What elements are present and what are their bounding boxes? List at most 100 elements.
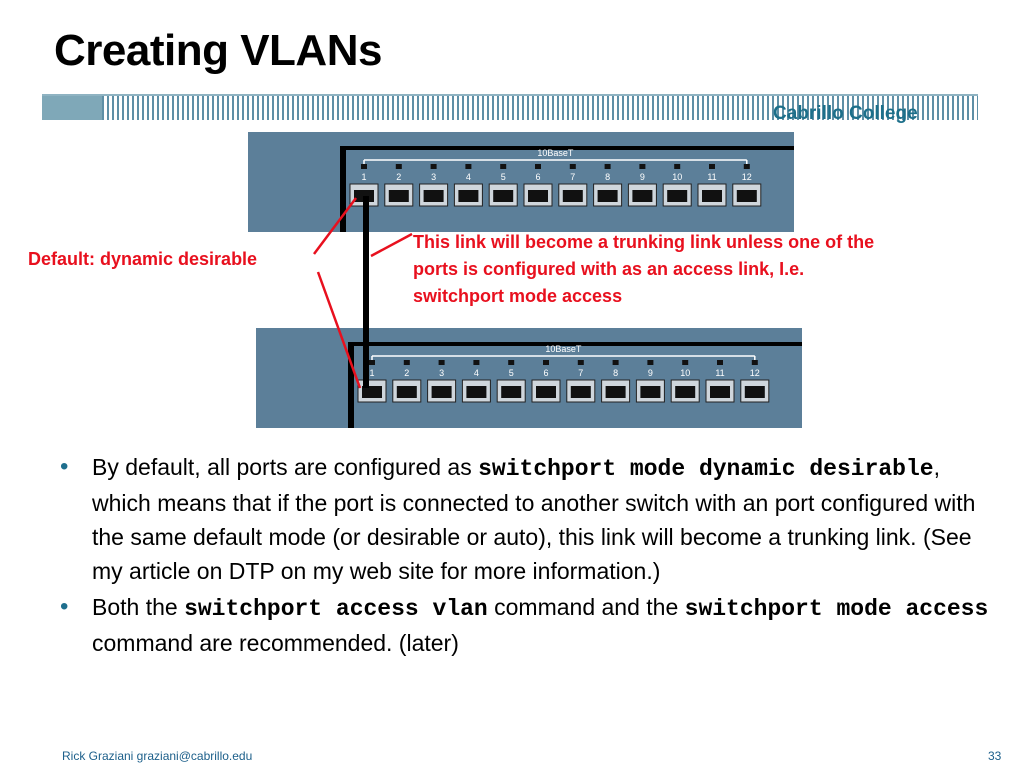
port-jack bbox=[675, 386, 696, 398]
bullet-2-text: Both the bbox=[92, 594, 185, 620]
port-number: 11 bbox=[707, 172, 716, 182]
port-number: 7 bbox=[578, 368, 583, 378]
port-led bbox=[473, 360, 480, 365]
port-number: 2 bbox=[396, 172, 401, 182]
port-led bbox=[430, 164, 437, 169]
trunking-annotation-line-1: This link will become a trunking link un… bbox=[413, 232, 875, 252]
port-jack bbox=[667, 190, 688, 202]
port-jack bbox=[396, 386, 417, 398]
port-jack bbox=[501, 386, 522, 398]
bullet-1-code: switchport mode dynamic desirable bbox=[478, 456, 934, 482]
port-jack bbox=[466, 386, 487, 398]
port-jack bbox=[423, 190, 444, 202]
footer-author: Rick Graziani graziani@cabrillo.edu bbox=[62, 749, 253, 763]
port-jack bbox=[710, 386, 730, 398]
bullet-item-2: • Both the switchport access vlan comman… bbox=[60, 590, 995, 660]
port-led bbox=[639, 164, 646, 169]
header-decoration-bar bbox=[42, 94, 978, 122]
port-jack bbox=[528, 190, 548, 202]
college-name: Cabrillo College bbox=[773, 103, 918, 124]
port-jack bbox=[702, 190, 722, 202]
bullet-marker: • bbox=[60, 453, 69, 480]
port-led bbox=[717, 360, 723, 365]
port-jack bbox=[536, 386, 556, 398]
port-led bbox=[743, 164, 750, 169]
port-jack bbox=[388, 190, 409, 202]
port-number: 5 bbox=[509, 368, 514, 378]
port-number: 6 bbox=[543, 368, 548, 378]
port-led bbox=[682, 360, 689, 365]
band-label: 10BaseT bbox=[545, 344, 582, 354]
port-jack bbox=[570, 386, 591, 398]
port-led bbox=[500, 164, 507, 169]
trunk-cable bbox=[363, 196, 369, 388]
port-led bbox=[647, 360, 654, 365]
bullet-marker: • bbox=[60, 593, 69, 620]
port-led bbox=[395, 164, 402, 169]
port-jack bbox=[362, 386, 382, 398]
port-jack bbox=[605, 386, 626, 398]
bullet-1-text: By default, all ports are configured as bbox=[92, 454, 479, 480]
bullet-2-code-1: switchport access vlan bbox=[184, 596, 488, 622]
port-number: 4 bbox=[466, 172, 471, 182]
port-number: 12 bbox=[742, 172, 752, 182]
trunking-annotation-line-3: switchport mode access bbox=[413, 286, 623, 306]
port-led bbox=[369, 360, 375, 365]
port-led bbox=[674, 164, 681, 169]
trunking-annotation: This link will become a trunking link un… bbox=[413, 229, 1013, 310]
port-number: 10 bbox=[672, 172, 682, 182]
port-number: 12 bbox=[750, 368, 760, 378]
port-led bbox=[438, 360, 445, 365]
port-led bbox=[569, 164, 576, 169]
bullet-2-text-cont: command and the bbox=[487, 594, 685, 620]
port-number: 2 bbox=[404, 368, 409, 378]
bullet-list: • By default, all ports are configured a… bbox=[60, 450, 995, 662]
port-led bbox=[612, 360, 619, 365]
port-number: 3 bbox=[439, 368, 444, 378]
port-number: 1 bbox=[369, 368, 374, 378]
arrow-to-link bbox=[370, 232, 413, 258]
port-jack bbox=[744, 386, 765, 398]
port-jack bbox=[431, 386, 452, 398]
port-number: 8 bbox=[613, 368, 618, 378]
port-number: 6 bbox=[535, 172, 540, 182]
port-number: 7 bbox=[570, 172, 575, 182]
port-number: 9 bbox=[648, 368, 653, 378]
port-jack bbox=[458, 190, 479, 202]
arrow-to-bottom-port bbox=[316, 271, 362, 389]
trunking-annotation-line-2: ports is configured with as an access li… bbox=[413, 259, 805, 279]
bullet-item-1: • By default, all ports are configured a… bbox=[60, 450, 995, 588]
port-number: 11 bbox=[715, 368, 724, 378]
bullet-2-code-2: switchport mode access bbox=[684, 596, 989, 622]
port-number: 1 bbox=[361, 172, 366, 182]
port-led bbox=[535, 164, 541, 169]
port-jack bbox=[562, 190, 583, 202]
port-number: 3 bbox=[431, 172, 436, 182]
bullet-2-text-end: command are recommended. (later) bbox=[92, 630, 459, 656]
port-number: 5 bbox=[501, 172, 506, 182]
port-jack bbox=[493, 190, 514, 202]
port-jack bbox=[632, 190, 653, 202]
band-label: 10BaseT bbox=[537, 148, 574, 158]
port-led bbox=[604, 164, 611, 169]
port-jack bbox=[640, 386, 661, 398]
default-mode-annotation: Default: dynamic desirable bbox=[28, 249, 258, 269]
port-number: 10 bbox=[680, 368, 690, 378]
port-led bbox=[751, 360, 758, 365]
arrow-to-top-port bbox=[313, 197, 357, 255]
slide-title: Creating VLANs bbox=[54, 26, 382, 75]
page-number: 33 bbox=[988, 749, 1002, 763]
port-led bbox=[508, 360, 515, 365]
port-jack bbox=[597, 190, 618, 202]
port-led bbox=[577, 360, 584, 365]
port-led bbox=[709, 164, 715, 169]
port-number: 4 bbox=[474, 368, 479, 378]
port-jack bbox=[736, 190, 757, 202]
